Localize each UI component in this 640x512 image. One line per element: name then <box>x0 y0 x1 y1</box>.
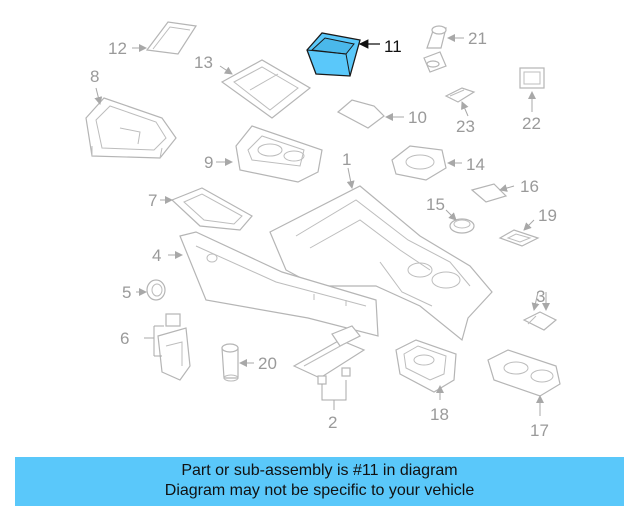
part-7-trim[interactable] <box>170 187 253 231</box>
part-15-cap[interactable] <box>449 218 475 234</box>
label-3: 3 <box>536 287 545 306</box>
label-16: 16 <box>520 177 539 196</box>
label-23: 23 <box>456 117 475 136</box>
label-6: 6 <box>120 329 129 348</box>
part-10-mat[interactable] <box>336 99 385 129</box>
label-11: 11 <box>384 37 402 56</box>
part-9-housing[interactable] <box>235 125 323 183</box>
label-2: 2 <box>328 413 337 432</box>
label-20: 20 <box>258 354 277 373</box>
part-12-panel[interactable] <box>145 21 198 55</box>
part-3-clip[interactable] <box>522 311 558 331</box>
part-14-cup-insert[interactable] <box>391 145 447 181</box>
label-1: 1 <box>342 150 351 169</box>
label-15: 15 <box>426 195 445 214</box>
part-16-plate[interactable] <box>470 183 508 203</box>
label-17: 17 <box>530 421 549 440</box>
label-12: 12 <box>108 39 127 58</box>
part-23-switch[interactable] <box>444 87 476 103</box>
label-19: 19 <box>538 206 557 225</box>
label-13: 13 <box>194 53 213 72</box>
banner-line-1: Part or sub-assembly is #11 in diagram <box>181 462 458 479</box>
label-14: 14 <box>466 155 485 174</box>
label-18: 18 <box>430 405 449 424</box>
info-banner: Part or sub-assembly is #11 in diagram D… <box>15 457 624 506</box>
label-22: 22 <box>522 114 541 133</box>
part-2-brackets[interactable] <box>292 325 366 385</box>
label-10: 10 <box>408 108 427 127</box>
label-5: 5 <box>122 283 131 302</box>
parts-diagram: 12 13 11 21 8 10 23 22 9 1 14 16 7 15 19… <box>85 21 561 440</box>
part-22-switch[interactable] <box>519 67 545 89</box>
label-7: 7 <box>148 191 157 210</box>
part-6-bracket[interactable] <box>157 313 191 381</box>
banner-line-2: Diagram may not be specific to your vehi… <box>164 482 475 499</box>
part-19-plate[interactable] <box>498 229 540 247</box>
label-21: 21 <box>468 29 487 48</box>
part-18-cup-holder[interactable] <box>395 339 457 393</box>
part-8-bracket[interactable] <box>85 97 177 159</box>
label-4: 4 <box>152 246 161 265</box>
part-1-console[interactable] <box>269 185 493 342</box>
part-17-cup-holder-assembly[interactable] <box>487 349 561 397</box>
part-20-bushing[interactable] <box>221 343 239 382</box>
label-8: 8 <box>90 67 99 86</box>
part-11-storage-bin[interactable] <box>306 32 361 77</box>
part-5-plug[interactable] <box>146 279 166 301</box>
label-9: 9 <box>204 153 213 172</box>
part-4-side-panel[interactable] <box>179 231 379 337</box>
part-13-tray-trim[interactable] <box>220 59 312 119</box>
part-21-outlet[interactable] <box>423 25 447 73</box>
